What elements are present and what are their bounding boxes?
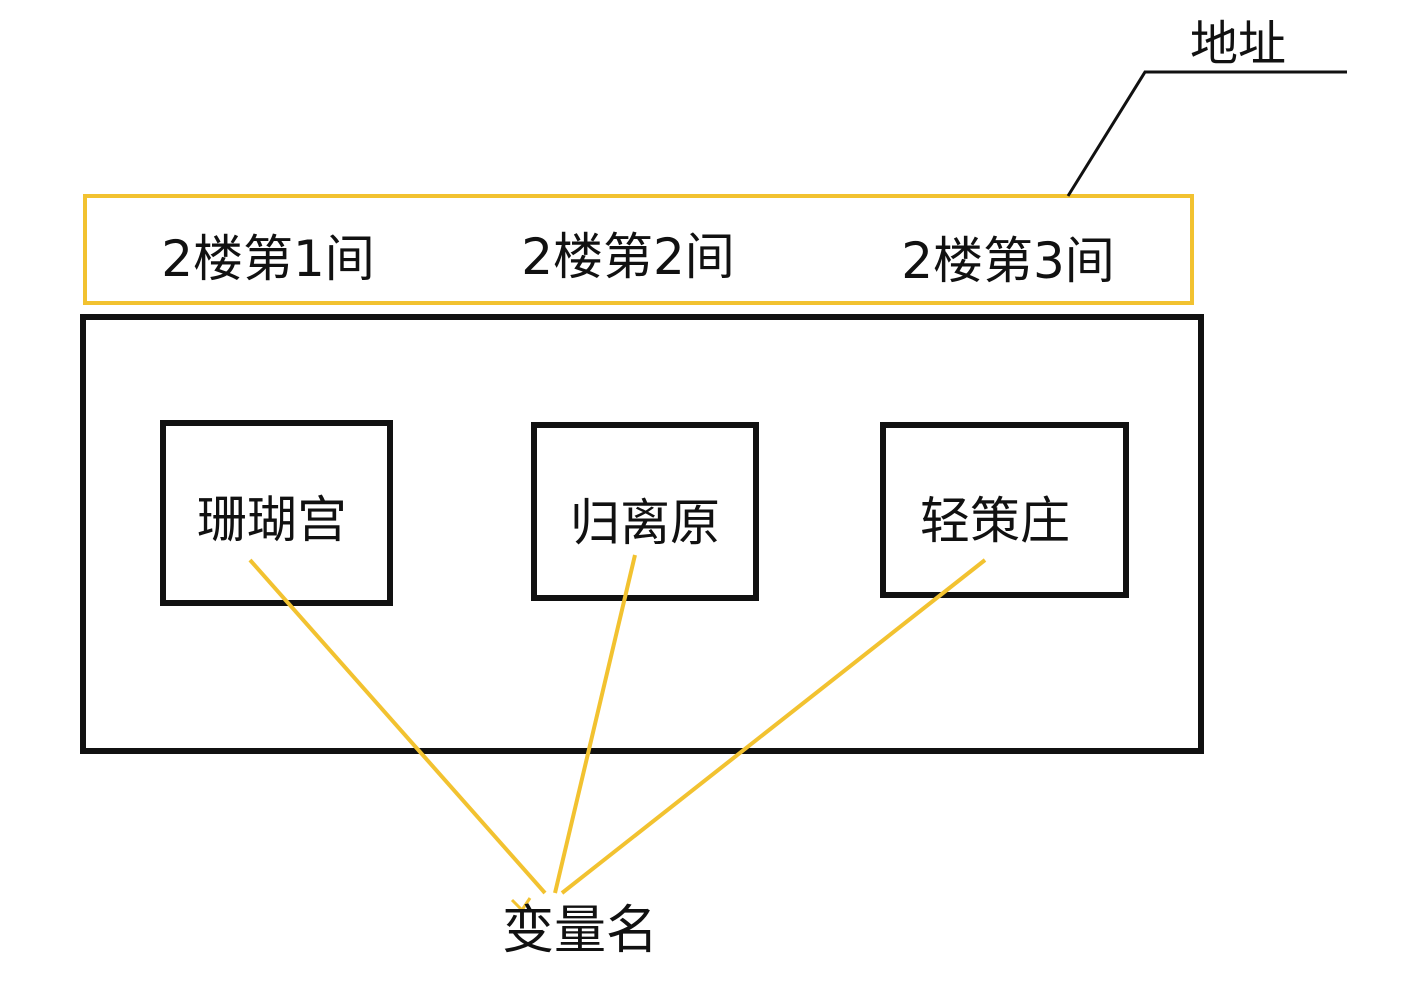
address-1: 2楼第1间: [161, 230, 375, 288]
variable-1: 珊瑚宫: [197, 491, 347, 549]
memory-block: [80, 314, 1204, 754]
variable-box-2: [531, 422, 759, 601]
variable-box-1: [160, 420, 393, 606]
address-label: 地址: [1190, 16, 1286, 72]
address-2: 2楼第2间: [521, 228, 735, 286]
variable-box-3: [880, 422, 1129, 598]
pointer-line-2: [553, 554, 637, 894]
variable-name-label: 变量名: [502, 901, 658, 961]
address-3: 2楼第3间: [901, 232, 1115, 290]
pointer-line-3: [560, 558, 987, 895]
pointer-line-1: [248, 558, 547, 895]
variable-3: 轻策庄: [920, 492, 1070, 550]
address-leader-line: [1066, 70, 1347, 197]
arrowhead-icon: [510, 897, 532, 913]
address-row-box: [83, 194, 1194, 305]
variable-2: 归离原: [570, 494, 720, 552]
